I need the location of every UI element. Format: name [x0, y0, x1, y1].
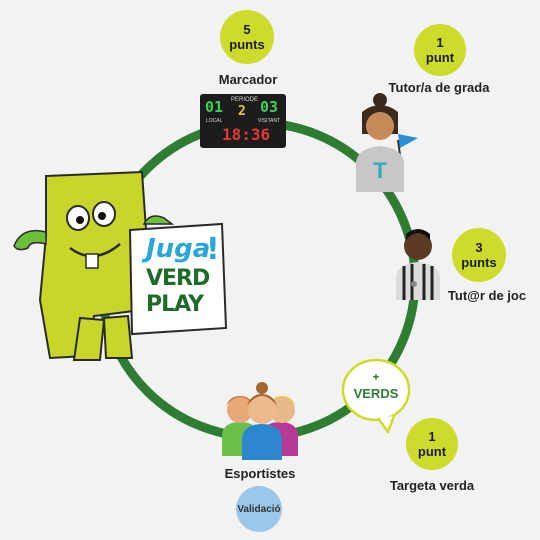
visitant-score: 03 — [260, 98, 279, 116]
mascot — [13, 170, 150, 361]
logo-mark: ! — [206, 232, 220, 267]
speech-plus: + — [372, 370, 380, 384]
tutor-joc-points-unit: punts — [461, 255, 497, 270]
scoreboard: PERIODE 01 2 03 LOCAL VISITANT 18:36 — [200, 94, 286, 148]
marcador-points-value: 5 — [243, 22, 251, 37]
tutor-grada-points-unit: punt — [425, 50, 455, 65]
svg-text:T: T — [373, 158, 387, 183]
tutor-grada-points-bubble: 1 punt — [414, 24, 466, 76]
marcador-label: Marcador — [218, 72, 278, 87]
logo-verd: VERD — [146, 266, 210, 291]
validacio-label: Validació — [237, 503, 281, 515]
validacio-button[interactable]: Validació — [236, 486, 282, 532]
speech-bubble — [341, 358, 411, 434]
tutor-joc-points-value: 3 — [475, 240, 483, 255]
speech-verds: VERDS — [353, 386, 399, 401]
local-label: LOCAL — [206, 118, 223, 124]
logo-card — [128, 215, 228, 336]
marcador-points-bubble: 5 punts — [220, 10, 274, 64]
tutor-grada-figure: T — [356, 93, 418, 192]
periode-label: PERIODE — [231, 97, 259, 103]
tutor-grada-label: Tutor/a de grada — [388, 80, 490, 95]
periode-value: 2 — [238, 104, 246, 119]
esportistes-figures — [222, 382, 298, 460]
visitant-label: VISITANT — [258, 118, 281, 124]
targeta-label: Targeta verda — [389, 478, 475, 493]
tutor-joc-label: Tut@r de joc — [447, 288, 527, 303]
clock: 18:36 — [222, 125, 271, 144]
targeta-points-bubble: 1 punt — [406, 418, 458, 470]
targeta-points-unit: punt — [417, 444, 447, 459]
local-score: 01 — [205, 98, 224, 116]
marcador-points-unit: punts — [229, 37, 265, 52]
tutor-joc-figure — [396, 229, 440, 300]
logo-juga: Juga — [146, 234, 211, 264]
logo-play: PLAY — [146, 292, 204, 317]
esportistes-label: Esportistes — [224, 466, 296, 481]
tutor-grada-points-value: 1 — [436, 35, 444, 50]
targeta-points-value: 1 — [428, 429, 436, 444]
tutor-joc-points-bubble: 3 punts — [452, 228, 506, 282]
